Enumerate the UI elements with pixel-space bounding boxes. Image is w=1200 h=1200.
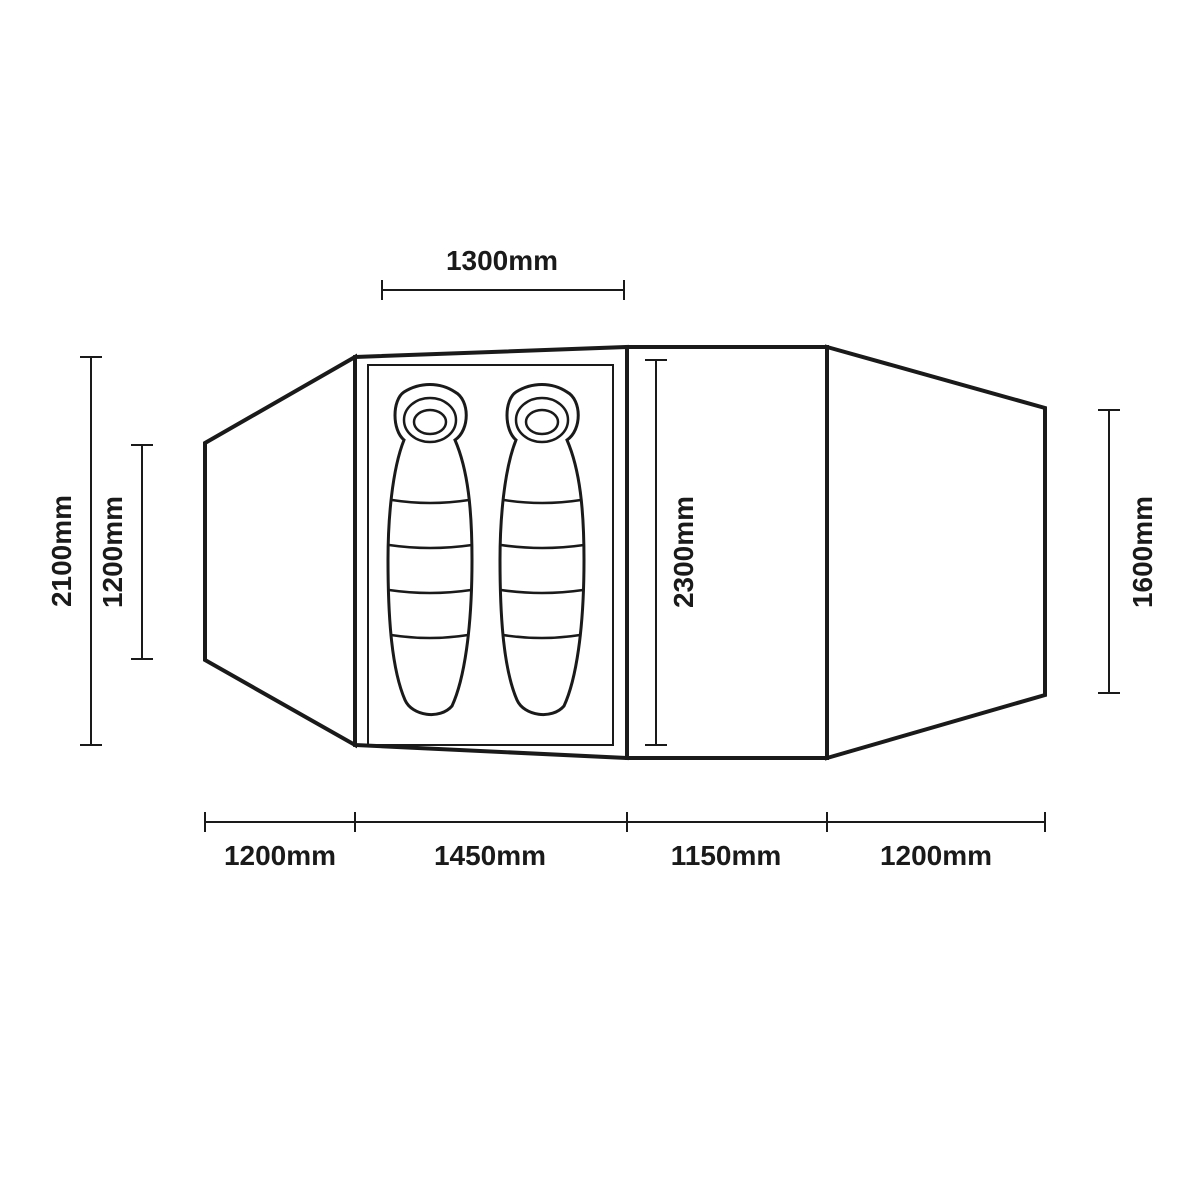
top-width-label: 1300mm (446, 245, 558, 276)
tent-outline (203, 344, 1047, 761)
inner-tent-height-dimension: 2300mm (645, 359, 699, 746)
left-vestibule (203, 353, 357, 749)
bottom-middle-section-label: 1150mm (671, 840, 782, 871)
bottom-left-vestibule-label: 1200mm (224, 840, 336, 871)
bottom-right-vestibule-label: 1200mm (880, 840, 992, 871)
inner-tent-height-label: 2300mm (668, 496, 699, 608)
left-inner-height-label: 1200mm (97, 496, 128, 608)
inner-tent-inset (367, 364, 614, 746)
right-height-label: 1600mm (1127, 496, 1158, 608)
left-total-height-label: 2100mm (46, 495, 77, 607)
bottom-dimension-chain: 1200mm 1450mm 1150mm 1200mm (204, 812, 1046, 871)
right-height-dimension: 1600mm (1098, 409, 1158, 694)
right-vestibule (825, 344, 1047, 761)
sleeping-bag-icon (498, 383, 586, 717)
top-dimension: 1300mm (381, 245, 625, 300)
sleeping-bag-icon (386, 383, 474, 717)
left-total-height-dimension: 2100mm (46, 356, 102, 746)
left-inner-height-dimension: 1200mm (97, 444, 153, 660)
bottom-inner-tent-label: 1450mm (434, 840, 546, 871)
